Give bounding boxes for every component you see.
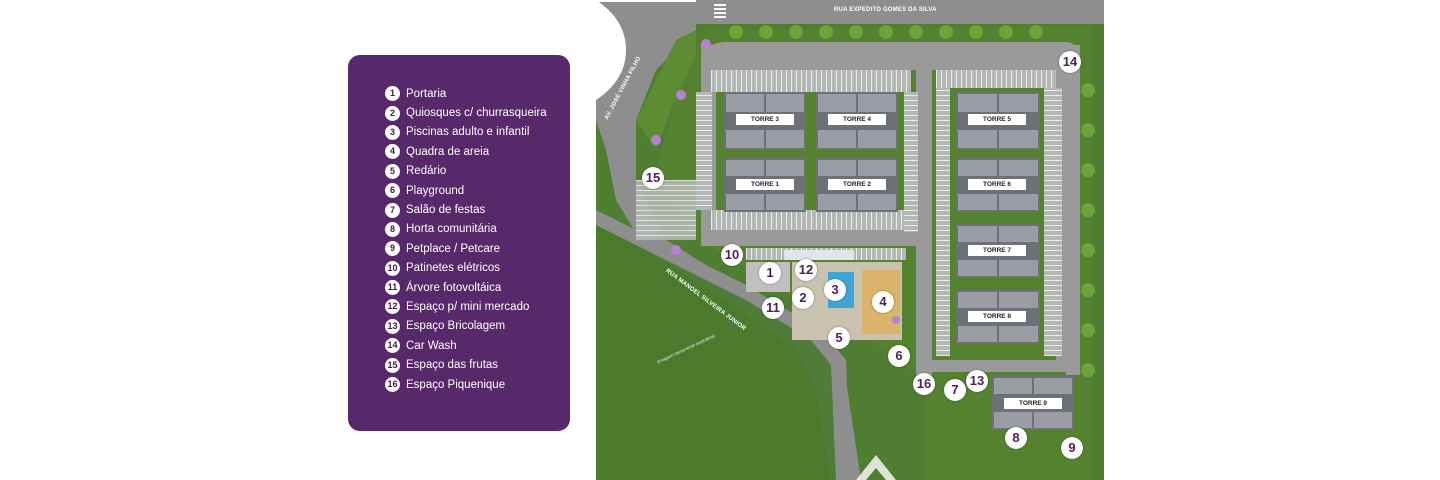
site-plan-map: RUA EXPEDITO GOMES DA SILVA AV. JOSÉ VIN… [596,0,1104,480]
marker-15: 15 [642,167,664,189]
marker-6: 6 [888,345,910,367]
legend-item-piquenique: 16 Espaço Piquenique [385,375,570,394]
legend-label: Quiosques c/ churrasqueira [406,107,547,120]
legend-number: 5 [385,163,400,179]
tower-label-7: TORRE 7 [968,245,1026,256]
marker-16: 16 [913,373,935,395]
legend-label: Portaria [406,87,447,100]
legend-label: Salão de festas [406,204,486,217]
legend-label: Espaço p/ mini mercado [406,300,530,313]
legend-label: Horta comunitária [406,223,497,236]
legend-label: Patinetes elétricos [406,262,500,275]
legend-item-frutas: 15 Espaço das frutas [385,355,570,374]
marker-5: 5 [828,327,850,349]
legend-number: 6 [385,183,400,199]
legend-item-salao: 7 Salão de festas [385,200,570,219]
legend-item-arvore: 11 Árvore fotovoltáica [385,278,570,297]
legend-number: 7 [385,202,400,218]
legend-label: Piscinas adulto e infantil [406,126,530,139]
legend-number: 14 [385,338,400,354]
legend-item-quiosques: 2 Quiosques c/ churrasqueira [385,103,570,122]
legend-label: Quadra de areia [406,145,490,158]
marker-3: 3 [824,279,846,301]
blank-area [596,0,626,100]
tower-label-5: TORRE 5 [968,114,1026,125]
legend-item-petplace: 9 Petplace / Petcare [385,239,570,258]
legend-number: 4 [385,144,400,160]
legend-label: Espaço Piquenique [406,378,506,391]
marker-11: 11 [762,297,784,319]
legend-item-quadra: 4 Quadra de areia [385,142,570,161]
tower-label-6: TORRE 6 [968,179,1026,190]
tower-label-3: TORRE 3 [736,114,794,125]
marker-2: 2 [792,287,814,309]
marker-7: 7 [944,379,966,401]
legend-label: Espaço das frutas [406,359,499,372]
tower-label-2: TORRE 2 [828,179,886,190]
legend-item-car-wash: 14 Car Wash [385,336,570,355]
legend-number: 11 [385,280,400,296]
legend-number: 3 [385,124,400,140]
legend-label: Car Wash [406,339,457,352]
legend-label: Espaço Bricolagem [406,320,506,333]
tower-label-8: TORRE 8 [968,311,1026,322]
legend-label: Petplace / Petcare [406,242,500,255]
legend-number: 13 [385,318,400,334]
legend-label: Playground [406,184,465,197]
marker-9: 9 [1061,437,1083,459]
legend-number: 15 [385,357,400,373]
marker-14: 14 [1059,51,1081,73]
legend-number: 8 [385,221,400,237]
legend-item-piscinas: 3 Piscinas adulto e infantil [385,123,570,142]
legend-number: 12 [385,299,400,315]
legend-item-bricolagem: 13 Espaço Bricolagem [385,317,570,336]
marker-4: 4 [872,291,894,313]
tower-label-1: TORRE 1 [736,179,794,190]
marker-8: 8 [1005,427,1027,449]
tower-label-4: TORRE 4 [828,114,886,125]
marker-12: 12 [795,259,817,281]
tower-label-9: TORRE 9 [1004,398,1062,409]
legend-item-horta: 8 Horta comunitária [385,220,570,239]
legend-label: Redário [406,165,447,178]
legend-item-redario: 5 Redário [385,162,570,181]
legend-label: Árvore fotovoltáica [406,281,502,294]
marker-10: 10 [721,244,743,266]
marker-13: 13 [966,370,988,392]
legend-item-playground: 6 Playground [385,181,570,200]
legend-number: 2 [385,105,400,121]
legend-item-mini-mercado: 12 Espaço p/ mini mercado [385,297,570,316]
legend-number: 1 [385,86,400,102]
legend-number: 10 [385,260,400,276]
legend-item-patinetes: 10 Patinetes elétricos [385,259,570,278]
legend-item-portaria: 1 Portaria [385,84,570,103]
street-label-top: RUA EXPEDITO GOMES DA SILVA [834,7,937,13]
marker-1: 1 [759,262,781,284]
legend-number: 9 [385,241,400,257]
legend-number: 16 [385,377,400,393]
